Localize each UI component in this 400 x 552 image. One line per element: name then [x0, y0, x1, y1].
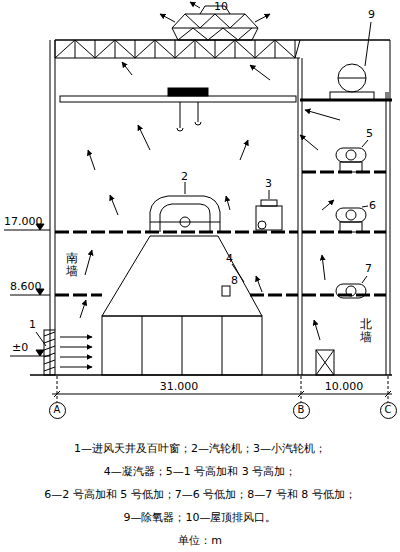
truss-member — [175, 40, 176, 58]
floors — [55, 172, 386, 295]
callout-number: 9 — [368, 8, 375, 21]
wall-label: 北墙 — [360, 318, 372, 344]
caption-line: 单位：m — [0, 534, 400, 547]
truss-member — [155, 40, 175, 58]
truss-member — [95, 40, 96, 58]
truss-member — [275, 40, 276, 58]
overhead-crane — [60, 88, 296, 131]
axis-letter: A — [54, 405, 61, 415]
elevation-marks — [4, 224, 50, 356]
callout-number: 1 — [29, 318, 36, 331]
callout-number: 10 — [214, 0, 228, 13]
elevation-label: 8.600 — [10, 280, 42, 293]
elevation-label: 17.000 — [4, 215, 43, 228]
axis-circle: A — [49, 402, 66, 419]
airflow-arrows — [60, 62, 340, 367]
truss-member — [155, 40, 156, 58]
callout-number: 2 — [181, 170, 188, 183]
callout-number: 7 — [365, 262, 372, 275]
truss-member — [275, 40, 295, 58]
deaerator — [330, 22, 374, 100]
callout-number: 4 — [226, 252, 233, 265]
caption-line: 9—除氧器；10—屋顶排风口。 — [0, 511, 400, 524]
leader-line — [36, 332, 46, 346]
elevation-label: ±0 — [12, 341, 28, 354]
truss-member — [195, 40, 196, 58]
caption-line: 1—进风天井及百叶窗；2—汽轮机；3—小汽轮机； — [0, 442, 400, 455]
building-frame — [30, 40, 392, 375]
dimension-lines — [52, 376, 392, 402]
truss-member — [55, 40, 75, 58]
wall-label: 南墙 — [66, 252, 78, 278]
small-turbine — [256, 190, 282, 230]
axis-circle: C — [380, 402, 397, 419]
dimension-label: 31.000 — [160, 380, 199, 393]
truss-member — [215, 40, 216, 58]
callout-number: 8 — [231, 274, 238, 287]
truss-member — [95, 40, 115, 58]
truss-member — [295, 40, 300, 58]
truss-member — [115, 40, 135, 58]
truss-member — [135, 40, 136, 58]
truss-member — [175, 40, 195, 58]
truss-member — [235, 40, 255, 58]
axis-letter: C — [385, 405, 392, 415]
callout-number: 3 — [265, 177, 272, 190]
truss-member — [75, 40, 76, 58]
condenser — [102, 236, 262, 375]
truss-member — [215, 40, 235, 58]
truss-member — [55, 40, 56, 58]
truss-member — [255, 40, 256, 58]
truss-member — [235, 40, 236, 58]
dimension-label: 10.000 — [325, 380, 364, 393]
axis-circle: B — [293, 402, 310, 419]
callout-number: 5 — [366, 127, 373, 140]
truss-member — [195, 40, 215, 58]
truss-member — [295, 40, 296, 58]
callout-number: 6 — [369, 199, 376, 212]
truss-member — [135, 40, 155, 58]
truss-member — [75, 40, 95, 58]
truss-member — [115, 40, 116, 58]
axis-letter: B — [298, 405, 305, 415]
louver-window — [44, 330, 55, 375]
truss-member — [255, 40, 275, 58]
caption-line: 4—凝汽器；5—1 号高加和 3 号高加； — [0, 465, 400, 478]
caption-line: 6—2 号高加和 5 号低加；7—6 号低加；8—7 号和 8 号低加； — [0, 488, 400, 501]
turbine — [150, 182, 220, 232]
roof-truss — [55, 40, 390, 92]
